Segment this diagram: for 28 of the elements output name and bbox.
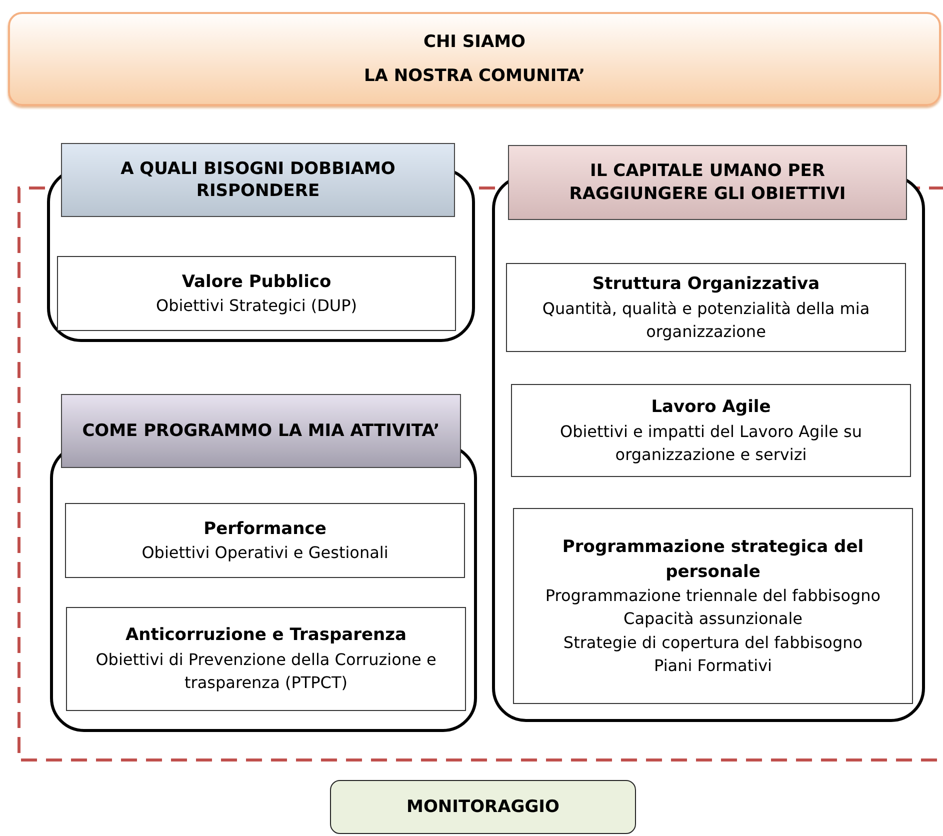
banner-title: CHI SIAMO xyxy=(423,32,526,52)
section-header: COME PROGRAMMO LA MIA ATTIVITA’ xyxy=(61,394,461,468)
content-box xyxy=(506,263,906,352)
content-box xyxy=(513,508,913,704)
section-header: IL CAPITALE UMANO PER RAGGIUNGERE GLI OBIETTIVI xyxy=(508,145,907,220)
box-text: Programmazione triennale del fabbisogno xyxy=(545,585,881,608)
box-text: Capacità assunzionale xyxy=(624,608,802,630)
content-box xyxy=(511,384,911,477)
content-box xyxy=(65,503,465,578)
box-text: Quantità, qualità e potenzialità della mia organizzazione xyxy=(541,298,871,343)
box-title: Valore Pubblico xyxy=(182,270,332,294)
content-box xyxy=(57,256,456,331)
header-banner xyxy=(8,12,941,106)
section-header: A QUALI BISOGNI DOBBIAMO RISPONDERE xyxy=(61,143,455,217)
box-text: Obiettivi e impatti del Lavoro Agile su organizzazione e servizi xyxy=(558,420,864,466)
box-text: Obiettivi Operativi e Gestionali xyxy=(142,542,388,564)
box-title: Performance xyxy=(204,518,326,541)
box-text: Obiettivi Strategici (DUP) xyxy=(156,295,358,318)
box-text: Piani Formativi xyxy=(654,654,772,677)
box-text: Obiettivi di Prevenzione della Corruzione e trasparenza (PTPCT) xyxy=(94,649,438,694)
box-title: Anticorruzione e Trasparenza xyxy=(126,624,406,648)
monitoring-box: MONITORAGGIO xyxy=(330,780,636,834)
box-title: Lavoro Agile xyxy=(651,396,771,419)
box-title: Struttura Organizzativa xyxy=(592,272,820,296)
box-text: Strategie di copertura del fabbisogno xyxy=(563,632,863,654)
box-title: Programmazione strategica del personale xyxy=(561,536,865,584)
content-box xyxy=(66,607,466,711)
banner-title: LA NOSTRA COMUNITA’ xyxy=(364,66,586,86)
